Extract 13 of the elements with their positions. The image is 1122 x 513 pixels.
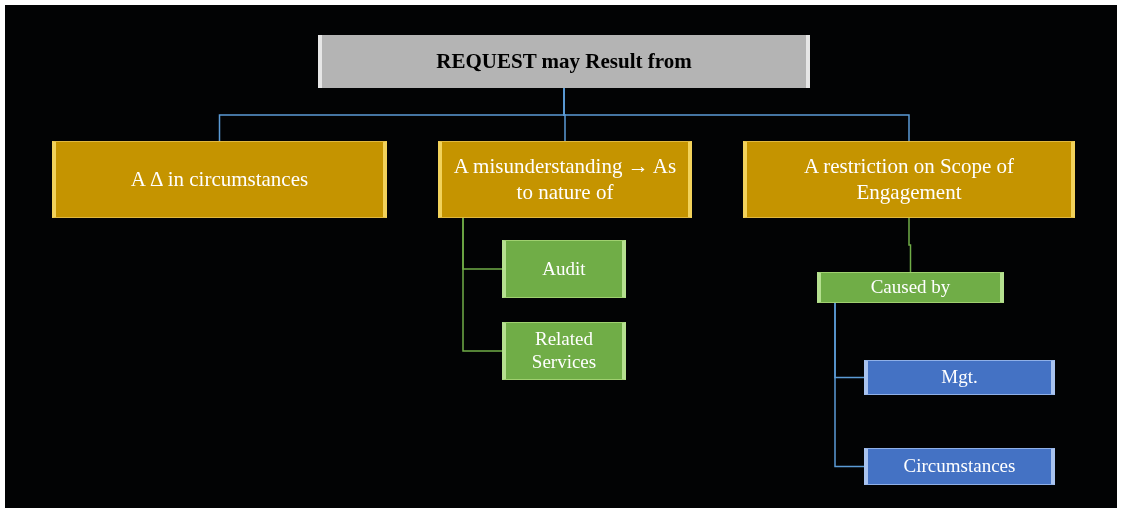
connector-line: [462, 217, 503, 352]
service-box: Related Services: [502, 322, 626, 380]
connector-line: [563, 87, 910, 142]
cause-box: A Δ in circumstances: [52, 141, 387, 218]
title-box: REQUEST may Result from: [318, 35, 810, 88]
cause-box: A restriction on Scope of Engagement: [743, 141, 1075, 218]
connector-line: [834, 302, 865, 468]
source-box: Mgt.: [864, 360, 1055, 395]
source-box: Circumstances: [864, 448, 1055, 485]
service-box: Caused by: [817, 272, 1004, 303]
service-box: Audit: [502, 240, 626, 298]
connector-line: [908, 217, 912, 273]
cause-box: A misunderstanding → As to nature of: [438, 141, 692, 218]
